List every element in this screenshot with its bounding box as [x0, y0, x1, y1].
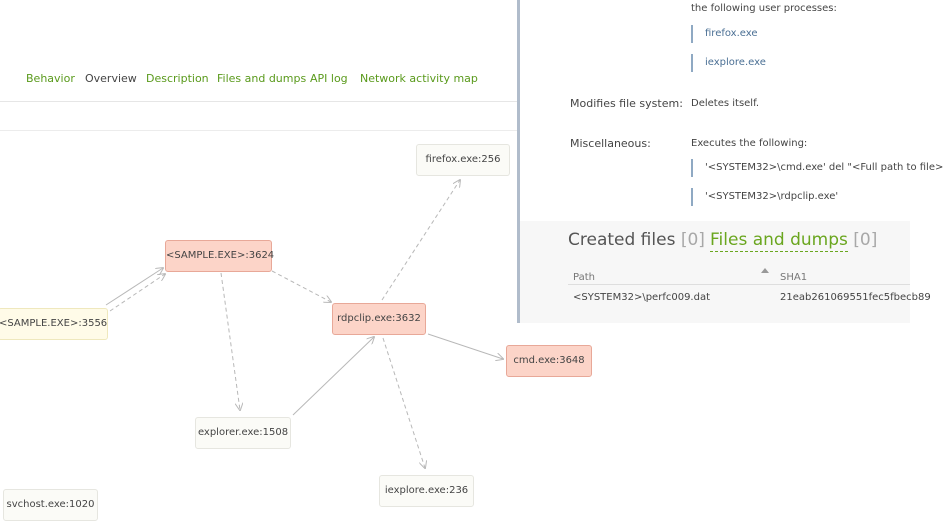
tab-network-activity-map[interactable]: Network activity map: [360, 72, 478, 85]
edge-sample3624-rdpclip: [271, 270, 331, 302]
process-node-firefox[interactable]: firefox.exe:256: [416, 144, 510, 176]
tab-divider: [0, 101, 520, 102]
miscellaneous-label: Miscellaneous:: [570, 137, 651, 150]
tab-overview[interactable]: Overview: [85, 72, 137, 85]
executes-item-rdpclip: '<SYSTEM32>\rdpclip.exe': [691, 188, 838, 206]
modifies-file-system-value: Deletes itself.: [691, 98, 760, 109]
table-header-divider: [568, 284, 910, 285]
column-header-path[interactable]: Path: [573, 272, 595, 283]
tab-files-and-dumps[interactable]: Files and dumps: [217, 72, 307, 85]
column-header-sha1[interactable]: SHA1: [780, 272, 808, 283]
table-cell-path: <SYSTEM32>\perfc009.dat: [573, 292, 711, 303]
files-and-dumps-heading[interactable]: Files and dumps [0]: [710, 230, 878, 252]
process-node-sample-3624[interactable]: <SAMPLE.EXE>:3624: [165, 240, 274, 272]
process-node-rdpclip[interactable]: rdpclip.exe:3632: [332, 303, 426, 335]
edge-rdpclip-iexplore: [382, 337, 425, 468]
files-and-dumps-count: [0]: [853, 230, 878, 250]
process-node-svchost[interactable]: svchost.exe:1020: [3, 489, 98, 521]
edge-explorer-rdpclip: [292, 337, 374, 416]
tab-api-log[interactable]: API log: [310, 72, 348, 85]
created-files-count: [0]: [680, 230, 705, 250]
table-cell-sha1: 21eab261069551fec5fbecb89: [780, 292, 931, 303]
process-node-explorer[interactable]: explorer.exe:1508: [195, 417, 291, 449]
files-and-dumps-link[interactable]: Files and dumps: [710, 230, 848, 252]
description-panel: the following user processes: firefox.ex…: [517, 0, 943, 323]
edge-sample3556-sample3624-dashed: [109, 274, 165, 312]
process-node-sample-3556[interactable]: <SAMPLE.EXE>:3556: [0, 308, 108, 340]
modifies-file-system-label: Modifies file system:: [570, 97, 683, 110]
process-node-cmd[interactable]: cmd.exe:3648: [506, 345, 592, 377]
process-link-firefox[interactable]: firefox.exe: [691, 25, 758, 43]
process-graph: [105, 0, 910, 524]
created-files-heading: Created files [0]: [568, 230, 705, 250]
created-files-title: Created files: [568, 230, 676, 250]
executes-item-cmd: '<SYSTEM32>\cmd.exe' del "<Full path to …: [691, 159, 943, 177]
tab-description[interactable]: Description: [146, 72, 209, 85]
content-divider: [0, 130, 520, 131]
miscellaneous-value: Executes the following:: [691, 138, 808, 149]
tab-behavior[interactable]: Behavior: [26, 72, 75, 85]
process-node-iexplore[interactable]: iexplore.exe:236: [379, 475, 474, 507]
edge-sample3624-explorer: [220, 272, 240, 410]
sort-ascending-icon[interactable]: [761, 268, 769, 273]
edge-rdpclip-cmd: [427, 333, 503, 359]
edge-sample3556-sample3624: [105, 268, 163, 306]
process-link-iexplore[interactable]: iexplore.exe: [691, 54, 766, 72]
injects-intro-text: the following user processes:: [691, 3, 837, 14]
created-files-section: Created files [0] Files and dumps [0] Pa…: [520, 221, 931, 323]
edge-rdpclip-firefox: [381, 180, 460, 301]
